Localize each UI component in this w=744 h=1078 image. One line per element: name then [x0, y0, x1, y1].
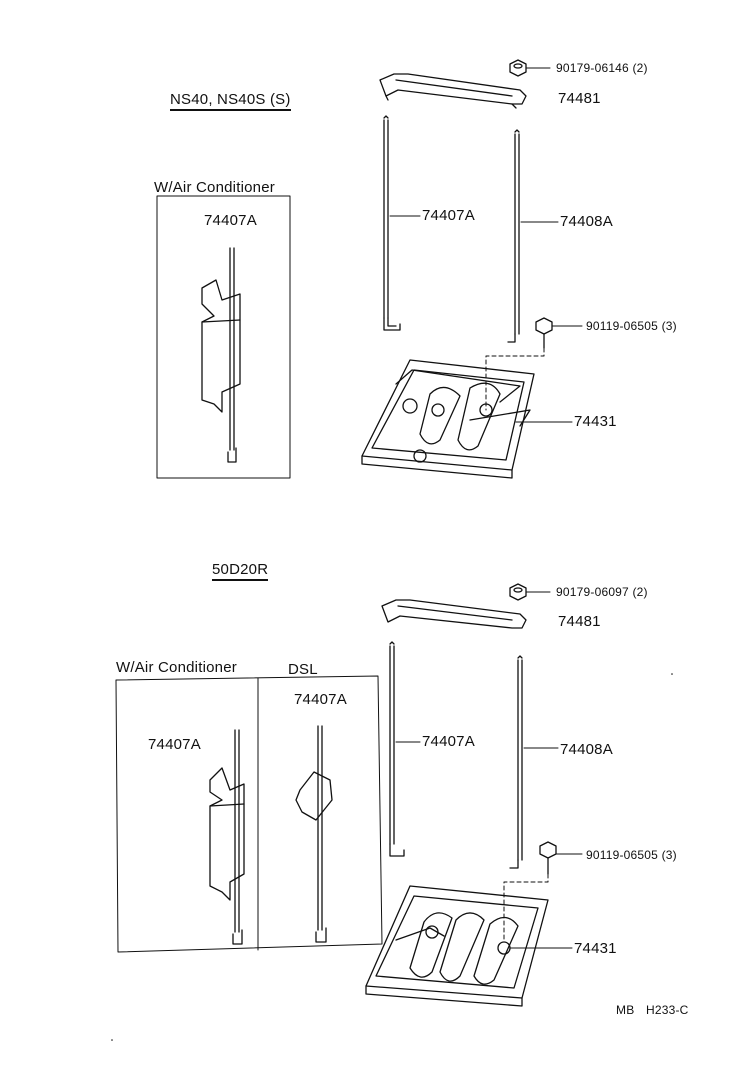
bottom-rod-left-part-number: 74407A — [422, 733, 475, 750]
bottom-bolt — [504, 842, 582, 940]
bottom-nut — [510, 584, 550, 600]
top-clamp-bar — [380, 74, 526, 108]
bottom-inset-label: W/Air Conditioner — [116, 659, 237, 676]
footer-code: H233-C — [646, 1003, 689, 1017]
bottom-rod-right-part-number: 74408A — [560, 741, 613, 758]
top-inset-rod — [202, 248, 240, 462]
top-section-drawing — [157, 60, 582, 478]
top-inset-part-number: 74407A — [204, 212, 257, 229]
bottom-inset-part-number: 74407A — [148, 736, 201, 753]
top-inset-label: W/Air Conditioner — [154, 179, 275, 196]
top-bolt-part-number: 90119-06505 (3) — [586, 319, 677, 333]
top-inset-box — [157, 196, 290, 478]
bottom-rod-right — [510, 656, 558, 868]
bottom-inset-rod-2 — [296, 726, 332, 942]
top-section-title: NS40, NS40S (S) — [170, 92, 291, 111]
bottom-inset-box — [116, 676, 382, 952]
top-tray-part-number: 74431 — [574, 413, 617, 430]
bottom-tray — [366, 886, 572, 1006]
footer-code-prefix: MB — [616, 1003, 635, 1017]
bottom-inset-part-number-2: 74407A — [294, 691, 347, 708]
top-rod-left-part-number: 74407A — [422, 207, 475, 224]
top-rod-right-part-number: 74408A — [560, 213, 613, 230]
top-clamp-part-number: 74481 — [558, 90, 601, 107]
bottom-clamp-bar — [382, 600, 526, 628]
top-bolt — [486, 318, 582, 410]
bottom-inset-label-2: DSL — [288, 661, 318, 678]
top-rod-left — [384, 116, 420, 330]
bottom-bolt-part-number: 90119-06505 (3) — [586, 848, 677, 862]
bottom-clamp-part-number: 74481 — [558, 613, 601, 630]
top-nut — [510, 60, 550, 76]
top-rod-right — [508, 130, 558, 342]
top-nut-part-number: 90179-06146 (2) — [556, 61, 648, 75]
bottom-rod-left — [390, 642, 420, 856]
bottom-section-title: 50D20R — [212, 562, 269, 581]
bottom-nut-part-number: 90179-06097 (2) — [556, 585, 648, 599]
bottom-section-drawing — [116, 584, 582, 1006]
bottom-inset-rod-1 — [210, 730, 244, 944]
bottom-tray-part-number: 74431 — [574, 940, 617, 957]
top-tray — [362, 360, 572, 478]
